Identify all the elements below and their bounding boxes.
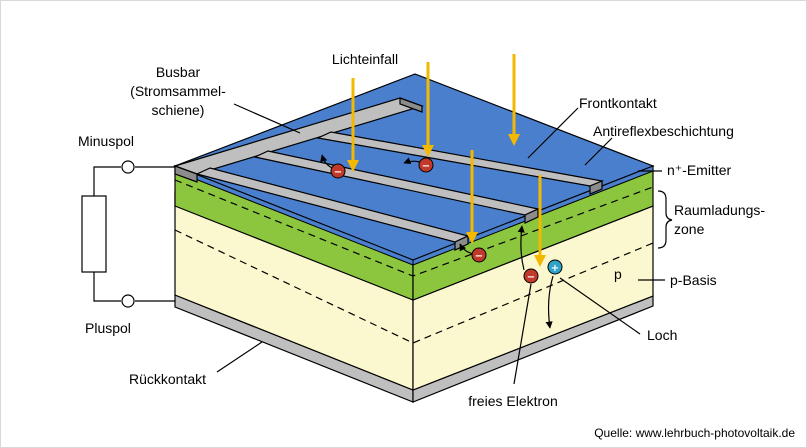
light-rays: [347, 54, 546, 267]
label-raumladungszone: Raumladungs-: [674, 202, 765, 218]
label-antireflexbeschichtung: Antireflexbeschichtung: [593, 123, 734, 139]
label-raumladungszone-line2: zone: [674, 221, 705, 237]
label-busbar-line2: (Stromsammel-: [130, 83, 226, 99]
label-busbar-line3: schiene): [152, 102, 205, 118]
label-lichteinfall: Lichteinfall: [332, 51, 398, 67]
carrier-arrows: [320, 154, 554, 329]
label-frontkontakt: Frontkontakt: [579, 95, 657, 111]
electron-1: −: [330, 163, 346, 179]
label-pluspol: Pluspol: [85, 320, 131, 336]
minuspol-terminal: [121, 160, 135, 174]
busbar-side: [174, 165, 198, 183]
electron-4-sign: −: [527, 272, 535, 283]
frontkontakt-grid: [173, 97, 605, 251]
load-resistor: [81, 195, 107, 273]
electron-2: −: [418, 157, 434, 173]
label-freies-elektron: freies Elektron: [468, 393, 557, 409]
label-rueckkontakt: Rückkontakt: [129, 371, 206, 387]
electron-3: −: [471, 247, 487, 263]
electron-4: −: [523, 268, 539, 284]
busbar-end: [399, 97, 423, 113]
finger-1-end: [454, 235, 469, 251]
label-p-basis: p-Basis: [670, 272, 717, 288]
label-loch: Loch: [647, 327, 677, 343]
raumladungszone-lines: [174, 179, 654, 344]
pluspol-terminal: [121, 294, 135, 308]
label-p-region: p: [614, 266, 622, 282]
label-n-emitter: n⁺-Emitter: [667, 162, 732, 178]
source-credit: Quelle: www.lehrbuch-photovoltaik.de: [594, 426, 795, 440]
external-circuit: [81, 160, 175, 308]
hole-sign: +: [551, 263, 559, 274]
hole: +: [547, 259, 563, 275]
label-busbar: Busbar: [156, 64, 201, 80]
label-minuspol: Minuspol: [78, 133, 134, 149]
finger-3-end: [589, 180, 603, 195]
electron-1-sign: −: [334, 167, 342, 178]
electron-3-sign: −: [475, 251, 483, 262]
cell-left-face: [174, 165, 414, 403]
electron-2-sign: −: [422, 161, 430, 172]
finger-2-end: [524, 208, 539, 224]
leader-lines: [216, 103, 673, 385]
